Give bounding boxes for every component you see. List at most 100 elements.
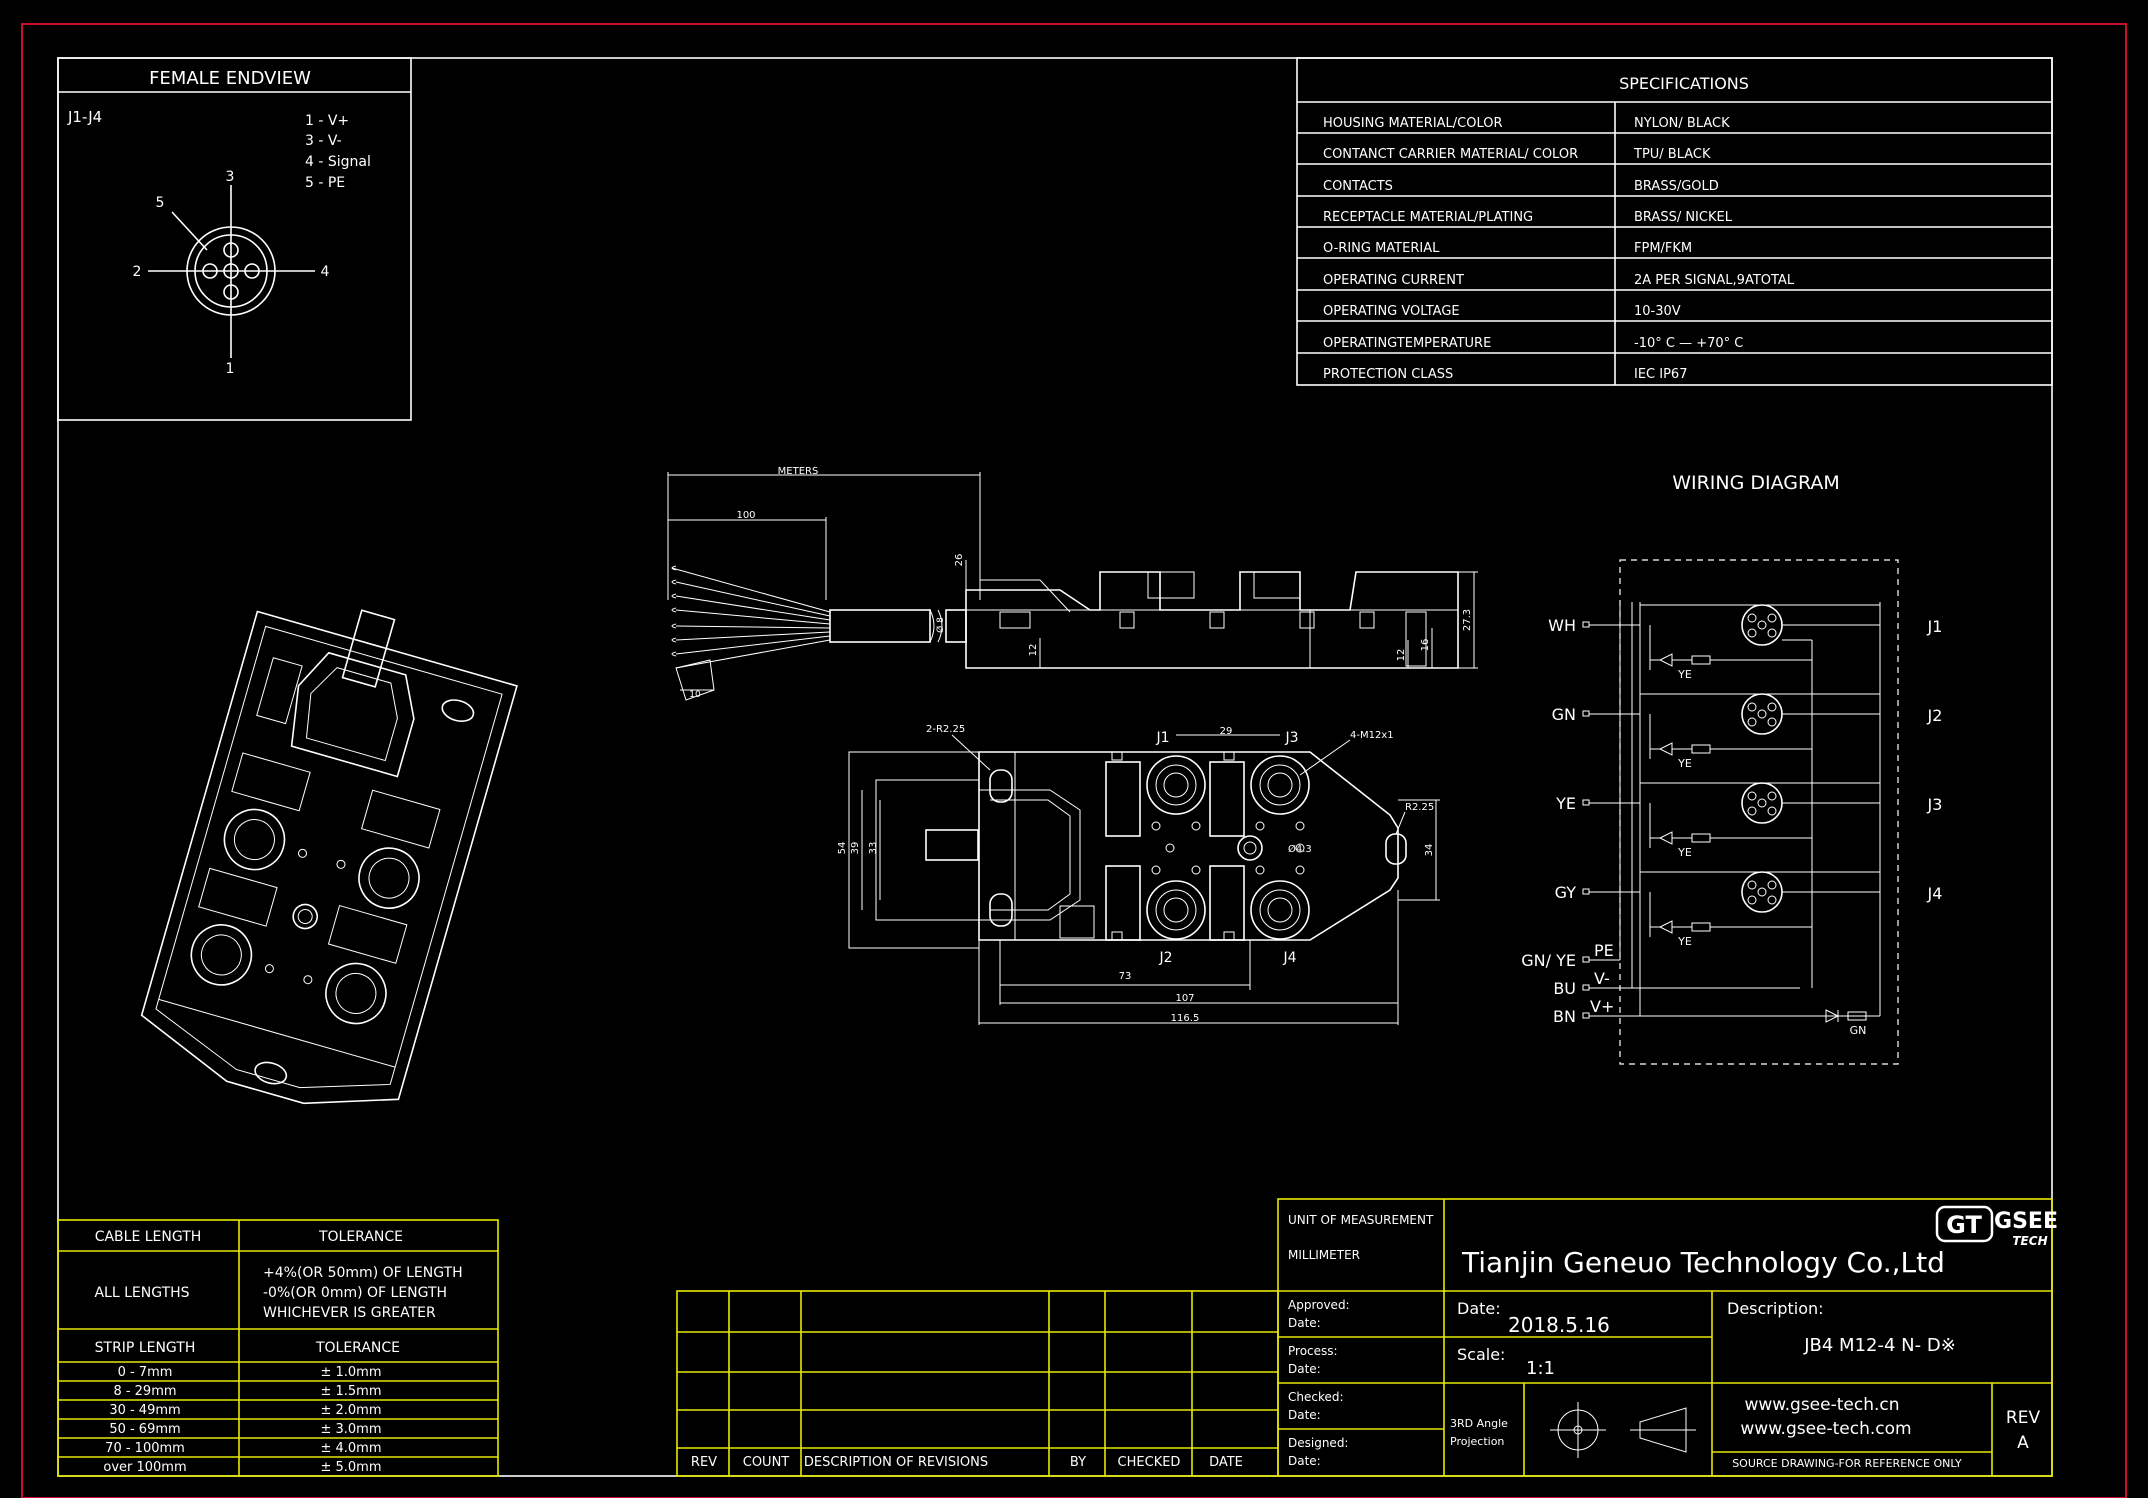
strip-tolerance: ± 5.0mm: [320, 1460, 381, 1475]
led-label: YE: [1677, 757, 1692, 770]
connector-face-icon: [148, 185, 315, 358]
dim-34: 34: [1424, 844, 1435, 857]
tolerance-table: CABLE LENGTH TOLERANCE ALL LENGTHS +4%(O…: [57, 1219, 499, 1477]
description-label: Description:: [1727, 1299, 1824, 1318]
designed-label: Designed:: [1288, 1436, 1348, 1450]
dim-12-right: 12: [1396, 649, 1407, 662]
spec-label: OPERATING CURRENT: [1323, 273, 1464, 288]
spec-value: NYLON/ BLACK: [1634, 116, 1730, 131]
checked-col-header: CHECKED: [1118, 1455, 1181, 1470]
strip-tolerance: ± 4.0mm: [320, 1441, 381, 1456]
led-label: YE: [1677, 668, 1692, 681]
dim-2-r2-25: 2-R2.25: [926, 724, 965, 735]
power-led: GN: [1825, 1009, 1867, 1037]
pin-number-label: 2: [133, 264, 142, 280]
description-col-header: DESCRIPTION OF REVISIONS: [804, 1455, 988, 1470]
logo-gt: GT: [1946, 1211, 1982, 1239]
side-view-drawing: METERS 100 10 Ø 8 27.3 16: [667, 466, 1478, 701]
spec-label: CONTACTS: [1323, 179, 1393, 194]
company-logo-icon: GT GSEE TECH: [1935, 1205, 2058, 1248]
by-col-header: BY: [1070, 1455, 1086, 1470]
pin-number-label: 5: [156, 195, 165, 211]
date-label: Date:: [1457, 1299, 1501, 1318]
rev-label: REV: [2006, 1408, 2041, 1428]
approved-date-label: Date:: [1288, 1316, 1321, 1330]
dim-27-3: 27.3: [1462, 609, 1473, 631]
approved-label: Approved:: [1288, 1298, 1350, 1312]
scale-label: Scale:: [1457, 1345, 1505, 1364]
dim-39: 39: [850, 842, 861, 855]
wire-label-bn: BN: [1553, 1007, 1576, 1026]
strip-length: 30 - 49mm: [109, 1403, 180, 1418]
dim-16: 16: [1420, 639, 1431, 652]
dim-107: 107: [1175, 993, 1194, 1004]
wiring-port-j1: YE J1: [1640, 604, 1942, 681]
power-led-label: GN: [1850, 1024, 1867, 1037]
strip-length: over 100mm: [103, 1460, 186, 1475]
pin-number-label: 4: [321, 264, 330, 280]
description-value: JB4 M12-4 N- D※: [1803, 1335, 1956, 1356]
all-lengths-tolerance-1: +4%(OR 50mm) OF LENGTH: [263, 1265, 463, 1281]
dim-54: 54: [837, 842, 848, 855]
wiring-port-label: J4: [1927, 884, 1943, 903]
all-lengths-tolerance-2: -0%(OR 0mm) OF LENGTH: [263, 1285, 447, 1301]
dim-29: 29: [1220, 726, 1233, 737]
top-view-port-j2: J2: [1158, 950, 1172, 966]
endview-ports: J1-J4: [67, 108, 102, 126]
scale-value: 1:1: [1526, 1358, 1555, 1379]
rev-col-header: REV: [691, 1455, 717, 1470]
dim-diameter-4-3: Ø4.3: [1288, 843, 1312, 855]
endview-title: FEMALE ENDVIEW: [149, 68, 311, 89]
wiring-port-j4: YE J4: [1640, 871, 1943, 948]
dim-10: 10: [689, 690, 701, 700]
wire-label-wh: WH: [1548, 616, 1576, 635]
wire-label-bu: BU: [1553, 979, 1576, 998]
spec-value: BRASS/GOLD: [1634, 179, 1719, 194]
logo-gsee: GSEE: [1994, 1209, 2058, 1234]
isometric-box-drawing: [140, 609, 518, 1105]
strip-length-header: STRIP LENGTH: [95, 1340, 196, 1356]
spec-label: O-RING MATERIAL: [1323, 241, 1440, 256]
process-label: Process:: [1288, 1344, 1338, 1358]
unit-value: MILLIMETER: [1288, 1248, 1360, 1262]
pin-legend-4: 4 - Signal: [305, 154, 371, 170]
dim-33: 33: [868, 842, 879, 855]
strip-length: 8 - 29mm: [113, 1384, 176, 1399]
rail-label-v-minus: V-: [1594, 969, 1610, 988]
process-date-label: Date:: [1288, 1362, 1321, 1376]
spec-label: PROTECTION CLASS: [1323, 367, 1453, 382]
count-col-header: COUNT: [743, 1455, 790, 1470]
spec-value: FPM/FKM: [1634, 241, 1692, 256]
top-view-port-j1: J1: [1155, 730, 1169, 746]
all-lengths-tolerance-3: WHICHEVER IS GREATER: [263, 1305, 436, 1321]
cable-length-header: CABLE LENGTH: [95, 1229, 202, 1245]
rev-value: A: [2017, 1433, 2029, 1453]
strip-length: 70 - 100mm: [105, 1441, 185, 1456]
title-block: UNIT OF MEASUREMENT MILLIMETER Tianjin G…: [1277, 1198, 2058, 1477]
projection-line-1: 3RD Angle: [1450, 1417, 1508, 1430]
wiring-port-label: J3: [1927, 795, 1943, 814]
strip-tolerance-header: TOLERANCE: [315, 1340, 400, 1356]
logo-tech: TECH: [2012, 1234, 2047, 1248]
spec-label: HOUSING MATERIAL/COLOR: [1323, 116, 1503, 131]
website-com[interactable]: www.gsee-tech.com: [1740, 1419, 1911, 1439]
dim-100: 100: [736, 510, 755, 521]
website-cn[interactable]: www.gsee-tech.cn: [1744, 1395, 1899, 1415]
led-label: YE: [1677, 935, 1692, 948]
top-view-port-j4: J4: [1282, 950, 1296, 966]
specifications-table: SPECIFICATIONS HOUSING MATERIAL/COLOR NY…: [1296, 57, 2053, 386]
projection-line-2: Projection: [1450, 1435, 1504, 1448]
strip-length: 0 - 7mm: [118, 1365, 173, 1380]
dim-diameter: Ø 8: [935, 617, 946, 633]
spec-value: 10-30V: [1634, 304, 1681, 319]
spec-value: TPU/ BLACK: [1633, 147, 1711, 162]
pin-legend-5: 5 - PE: [305, 175, 345, 191]
date-value: 2018.5.16: [1508, 1313, 1610, 1337]
spec-value: 2A PER SIGNAL,9ATOTAL: [1634, 273, 1795, 288]
wire-label-ye: YE: [1555, 794, 1576, 813]
spec-label: CONTANCT CARRIER MATERIAL/ COLOR: [1323, 147, 1578, 162]
strip-tolerance: ± 3.0mm: [320, 1422, 381, 1437]
wiring-port-label: J2: [1927, 706, 1943, 725]
dim-meters: METERS: [778, 466, 819, 477]
pin-legend-1: 1 - V+: [305, 113, 349, 129]
